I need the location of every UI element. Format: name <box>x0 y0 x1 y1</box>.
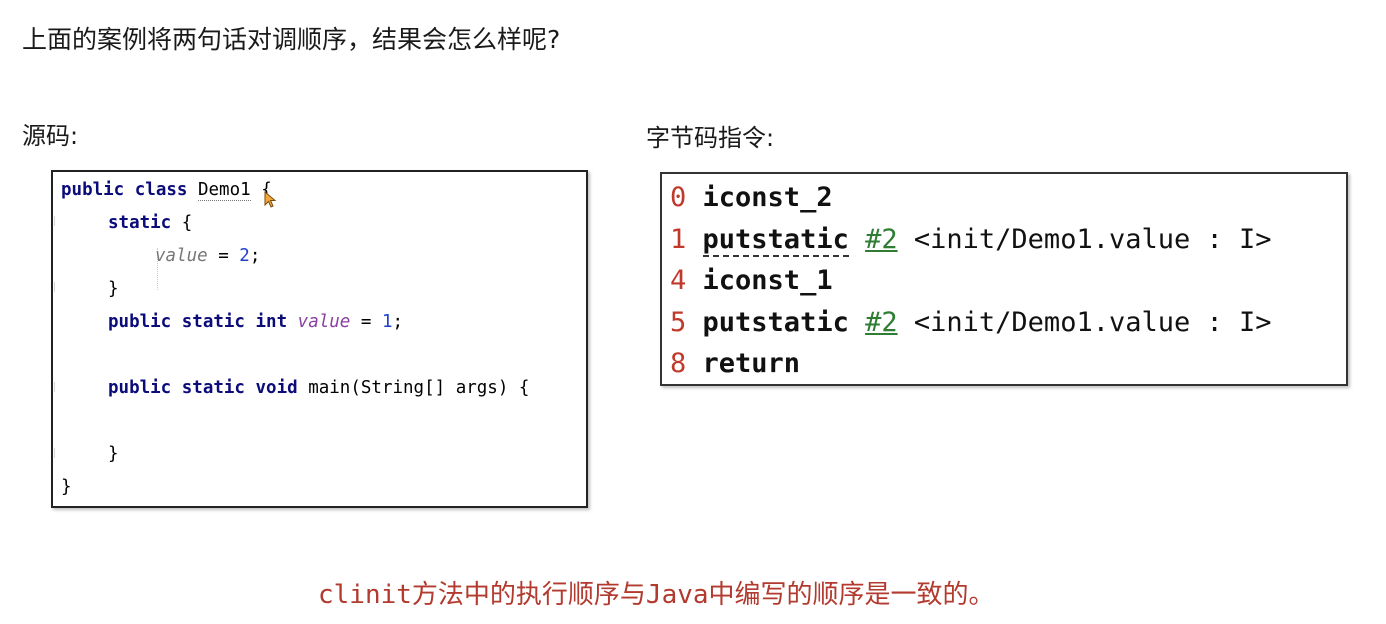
bytecode-offset: 0 <box>670 182 687 213</box>
fold-marker <box>54 382 59 392</box>
slide-heading: 上面的案例将两句话对调顺序，结果会怎么样呢? <box>22 25 561 54</box>
code-line-close-main: } <box>108 443 119 465</box>
bytecode-descriptor: <init/Demo1.value : I> <box>913 224 1272 255</box>
class-name: Demo1 <box>197 180 251 201</box>
code-text: } <box>108 444 119 464</box>
code-line-main-decl: public static void main(String[] args) { <box>108 377 529 399</box>
bytecode-op: return <box>702 348 801 379</box>
code-text: { <box>250 180 272 200</box>
bytecode-op: putstatic <box>702 224 849 257</box>
code-text: { <box>171 213 193 233</box>
bytecode-offset: 4 <box>670 265 687 296</box>
bytecode-op: iconst_1 <box>702 265 833 296</box>
source-code-panel: public class Demo1 { static { value = 2;… <box>51 170 588 508</box>
code-text: = <box>350 312 382 332</box>
code-line-close-static: } <box>108 278 119 300</box>
code-text: ; <box>392 312 404 332</box>
code-text: } <box>61 477 72 497</box>
indent-guide <box>157 248 158 290</box>
bytecode-line: 5 putstatic #2 <init/Demo1.value : I> <box>670 305 1272 341</box>
bytecode-line: 0 iconst_2 <box>670 180 833 216</box>
code-line-close-class: } <box>61 476 72 498</box>
bytecode-line: 4 iconst_1 <box>670 263 833 299</box>
code-line-assign-2: value = 2; <box>155 245 260 267</box>
code-text: = <box>207 246 240 266</box>
source-code-label: 源码: <box>22 122 79 150</box>
code-line-field-decl: public static int value = 1; <box>108 311 403 333</box>
constant-pool-ref[interactable]: #2 <box>865 224 898 255</box>
fold-marker <box>54 216 59 226</box>
code-text: ; <box>249 246 261 266</box>
bytecode-line: 1 putstatic #2 <init/Demo1.value : I> <box>670 222 1272 258</box>
bytecode-op: iconst_2 <box>702 182 833 213</box>
code-text: main(String[] args) { <box>308 378 530 398</box>
keyword: public static void <box>108 378 309 398</box>
bytecode-descriptor: <init/Demo1.value : I> <box>913 307 1272 338</box>
code-line-static-block: static { <box>108 212 192 234</box>
field-name: value <box>297 312 351 332</box>
number-literal: 1 <box>381 312 393 332</box>
keyword: public class <box>61 180 198 200</box>
bytecode-panel: 0 iconst_2 1 putstatic #2 <init/Demo1.va… <box>660 172 1348 386</box>
field-name: value <box>155 246 208 266</box>
code-text: } <box>108 279 119 299</box>
keyword: static <box>108 213 172 233</box>
mouse-pointer-icon <box>264 191 277 208</box>
bytecode-offset: 1 <box>670 224 687 255</box>
bytecode-offset: 8 <box>670 348 687 379</box>
code-line-class-decl: public class Demo1 { <box>61 179 272 201</box>
fold-marker <box>54 448 59 458</box>
conclusion-text: clinit方法中的执行顺序与Java中编写的顺序是一致的。 <box>318 580 995 610</box>
fold-marker <box>54 282 59 292</box>
constant-pool-ref[interactable]: #2 <box>865 307 898 338</box>
bytecode-op: putstatic <box>702 307 849 338</box>
number-literal: 2 <box>239 246 250 266</box>
bytecode-offset: 5 <box>670 307 687 338</box>
bytecode-label: 字节码指令: <box>646 124 775 152</box>
bytecode-line: 8 return <box>670 346 800 382</box>
keyword: public static int <box>108 312 298 332</box>
